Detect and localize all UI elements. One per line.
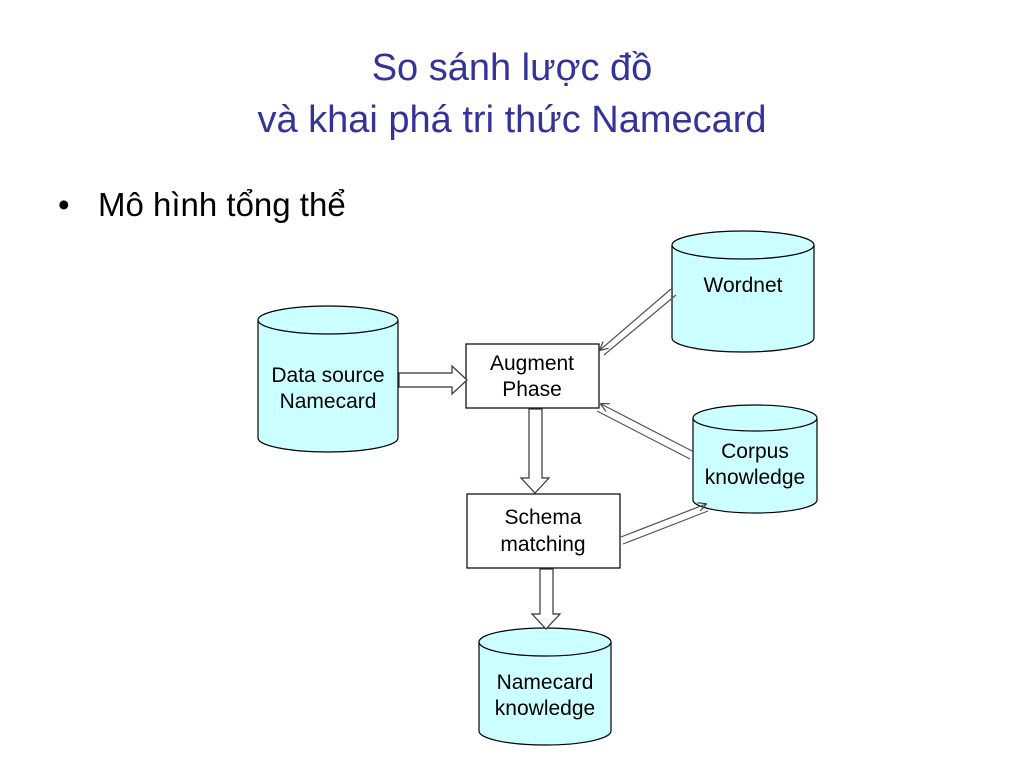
schema-label-2: matching [500,533,585,556]
slide-title-line-2: và khai phá tri thức Namecard [257,99,767,141]
augment-label-1: Augment [490,352,574,375]
namecard-knowledge-cylinder: Namecard knowledge [478,627,612,746]
augment-label-2: Phase [502,378,562,401]
wordnet-label: Wordnet [704,274,783,297]
arrow-schema-to-corpus [620,504,709,545]
data-source-label-1: Data source [271,364,384,387]
corpus-label-2: knowledge [705,466,805,489]
slide-title-line-1: So sánh lược đồ [371,47,653,89]
arrow-augment-to-schema [519,408,551,494]
bullet-dot: • [58,186,70,223]
arrow-wordnet-to-augment [600,288,677,356]
corpus-label-1: Corpus [721,440,789,463]
arrow-schema-to-namecard-knowledge [530,568,562,630]
data-source-cylinder: Data source Namecard [257,305,399,453]
arrow-datasource-to-augment [398,364,468,396]
namecard-knowledge-label-1: Namecard [497,671,594,694]
schema-matching-box: Schema matching [466,493,621,569]
bullet-text: Mô hình tổng thể [98,186,346,223]
schema-label-1: Schema [504,506,581,529]
corpus-knowledge-cylinder: Corpus knowledge [692,404,818,514]
data-source-label-2: Namecard [280,390,377,413]
namecard-knowledge-label-2: knowledge [495,697,595,720]
slide-title: So sánh lược đồ và khai phá tri thức Nam… [0,42,1024,146]
augment-phase-box: Augment Phase [465,343,600,409]
wordnet-cylinder: Wordnet [671,230,815,353]
bullet-item: • Mô hình tổng thể [58,186,346,224]
arrow-corpus-to-augment [596,404,695,460]
